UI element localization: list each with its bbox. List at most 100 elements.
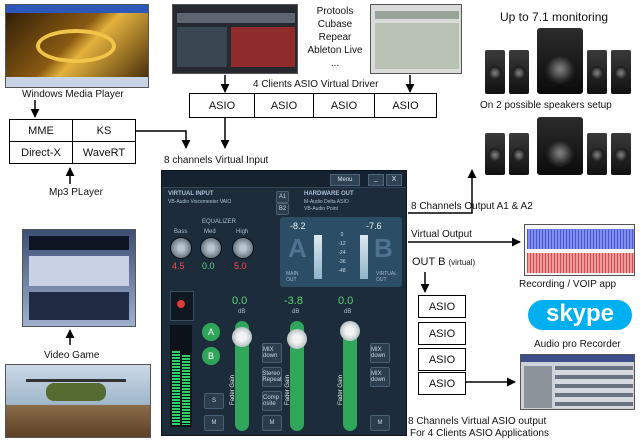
asio-client-1: ASIO xyxy=(189,93,255,118)
fader3-db: 0.0 xyxy=(338,295,354,307)
fader2-label: Fader Gain xyxy=(285,374,291,405)
daw-repear: Repear xyxy=(318,32,352,43)
equalizer-label: EQUALIZER xyxy=(202,219,237,225)
mix-down-button-2[interactable]: MIX down xyxy=(370,343,390,363)
scale-12: -12 xyxy=(338,241,346,247)
output-a1a2-label: 8 Channels Output A1 & A2 xyxy=(411,201,533,212)
fader1-db: 0.0 xyxy=(232,295,248,307)
windows-media-player-screenshot xyxy=(5,4,149,88)
eq-high-label: High xyxy=(236,229,249,235)
driver-ks: KS xyxy=(72,119,136,142)
scale-48: -48 xyxy=(338,268,346,274)
composite-button[interactable]: Comp osite xyxy=(262,391,282,411)
fader2-handle[interactable] xyxy=(287,329,307,349)
skype-logo-text: skype xyxy=(545,300,615,327)
hardware-out-title: HARDWARE OUT xyxy=(304,191,354,197)
daw-more: ... xyxy=(330,58,340,69)
driver-wavert: WaveRT xyxy=(72,141,136,164)
eq-med-knob[interactable] xyxy=(200,237,222,259)
virtual-out-label: VIRTUAL OUT xyxy=(376,271,397,283)
daw-screenshot-right xyxy=(370,4,462,74)
eq-bass-label: Bass xyxy=(174,229,188,235)
mix-down-button-3[interactable]: MIX down xyxy=(370,367,390,387)
mute-button-3[interactable]: M xyxy=(370,415,390,431)
video-game-screenshot xyxy=(5,364,151,438)
eq-med-value: 0.0 xyxy=(202,261,215,271)
mute-red-indicator[interactable] xyxy=(170,291,194,321)
virtual-input-label: 8 channels Virtual Input xyxy=(164,155,269,166)
asio-output-line1: 8 Channels Virtual ASIO output xyxy=(408,416,547,427)
scale-36: -36 xyxy=(338,259,346,265)
input-vu-meter xyxy=(170,325,192,427)
driver-mme: MME xyxy=(9,119,73,142)
asio-clients-title: 4 Clients ASIO Virtual Driver xyxy=(253,79,379,90)
vu-letter-b: B xyxy=(374,233,393,263)
daw-cubase: Cubase xyxy=(317,19,353,30)
scale-0: 0 xyxy=(340,232,344,238)
monitoring-title: Up to 7.1 monitoring xyxy=(500,10,609,24)
hardware-vu-panel: -8.2 -7.6 A B 0 -12 -24 -36 -48 MAIN OUT… xyxy=(280,217,402,287)
monitoring-subtitle: On 2 possible speakers setup xyxy=(480,100,612,111)
vu-scale: 0 -12 -24 -36 -48 xyxy=(332,231,352,276)
out-b-asio-2: ASIO xyxy=(418,322,466,345)
skype-logo: skype xyxy=(528,296,632,332)
daw-list: Protools Cubase Repear Ableton Live ... xyxy=(305,5,365,70)
eq-bass-knob[interactable] xyxy=(170,237,192,259)
driver-directx: Direct-X xyxy=(9,141,73,164)
bus-a-button[interactable]: A xyxy=(202,323,220,341)
eq-bass-value: 4.5 xyxy=(172,261,185,271)
speaker-setup-2 xyxy=(485,117,635,177)
out-b-asio-4: ASIO xyxy=(418,372,466,395)
fader3-handle[interactable] xyxy=(340,321,360,341)
fader1-track[interactable] xyxy=(235,321,249,431)
main-out-label: MAIN OUT xyxy=(286,271,299,283)
fader2-db: -3.8 xyxy=(284,295,303,307)
voicemeeter-mixer: Menu _ X VIRTUAL INPUT VB-Audio Voicemee… xyxy=(161,170,407,436)
eq-high-value: 5.0 xyxy=(234,261,247,271)
mute-button-2[interactable]: M xyxy=(262,415,282,431)
mp3-player-label: Mp3 PLayer xyxy=(49,187,103,198)
video-game-label: Video Game xyxy=(44,350,100,361)
hardware-out-sub1: M-Audio Delta ASIO xyxy=(304,199,349,205)
scale-24: -24 xyxy=(338,250,346,256)
virtual-input-subtitle: VB-Audio Voicemeeter VAIO xyxy=(168,199,232,205)
out-b-asio-1: ASIO xyxy=(418,295,466,318)
asio-output-line2: For 4 Clients ASIO Applications xyxy=(410,428,549,439)
asio-client-4: ASIO xyxy=(374,93,437,118)
hardware-out-sub2: VB-Audio Point xyxy=(304,206,338,212)
menu-button[interactable]: Menu xyxy=(330,174,360,186)
out-b-label: OUT B xyxy=(412,256,446,268)
fader3-label: Fader Gain xyxy=(338,374,344,405)
b2-button[interactable]: B2 xyxy=(276,203,289,215)
eq-high-knob[interactable] xyxy=(232,237,254,259)
mp3-player-screenshot xyxy=(22,229,136,327)
minimize-button[interactable]: _ xyxy=(368,174,384,186)
recording-label: Recording / VOIP app xyxy=(519,279,617,290)
mix-down-button-1[interactable]: MIX down xyxy=(262,343,282,363)
fader3-unit: dB xyxy=(344,309,352,315)
daw-protools: Protools xyxy=(316,6,354,17)
vu-meter-left xyxy=(314,235,322,279)
close-button[interactable]: X xyxy=(386,174,402,186)
fader1-label: Fader Gain xyxy=(230,374,236,405)
bus-b-button[interactable]: B xyxy=(202,347,220,365)
stereo-repeat-button[interactable]: Stereo Repeat xyxy=(262,367,282,387)
a1-button[interactable]: A1 xyxy=(276,191,289,203)
wmp-label: Windows Media Player xyxy=(22,89,124,100)
solo-button[interactable]: S xyxy=(204,393,224,409)
asio-client-3: ASIO xyxy=(313,93,375,118)
fader1-unit: dB xyxy=(238,309,246,315)
hw-right-db: -7.6 xyxy=(366,221,382,231)
mute-button-1[interactable]: M xyxy=(204,415,224,431)
daw-ableton: Ableton Live xyxy=(307,45,363,56)
out-b-title: OUT B (virtual) xyxy=(412,256,475,268)
fader1-handle[interactable] xyxy=(232,327,252,347)
virtual-input-title: VIRTUAL INPUT xyxy=(168,191,214,197)
fader3-track[interactable] xyxy=(343,321,357,431)
eq-med-label: Med xyxy=(204,229,216,235)
hw-left-db: -8.2 xyxy=(290,221,306,231)
asio-client-2: ASIO xyxy=(254,93,314,118)
virtual-output-label: Virtual Output xyxy=(411,229,472,240)
speaker-setup-1 xyxy=(485,26,635,96)
